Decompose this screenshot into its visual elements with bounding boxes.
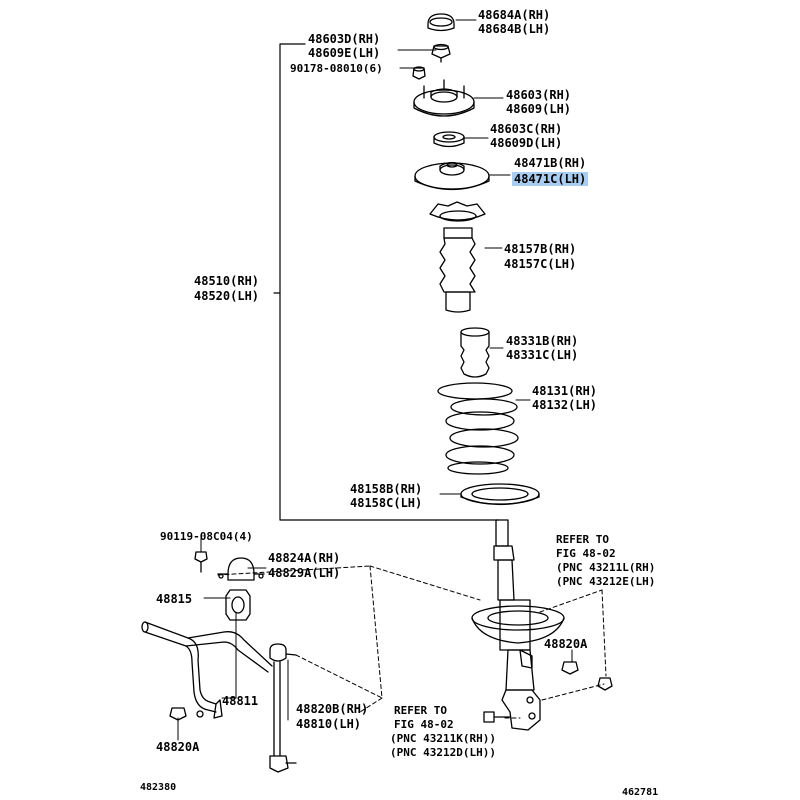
- strut-body-part: [471, 519, 565, 731]
- washer-part: [433, 131, 465, 148]
- label-cap-rh: 48684A(RH): [478, 8, 551, 22]
- refer-lower-line2: FIG 48-02: [394, 718, 454, 731]
- label-insulator-lh: 48158C(LH): [350, 496, 423, 510]
- label-upper-bolt: 90178-08010(6): [290, 62, 383, 75]
- boot-part: [429, 201, 486, 313]
- label-support-rh: 48603(RH): [506, 88, 572, 102]
- lower-insulator-part: [460, 483, 540, 506]
- label-cap-lh: 48684B(LH): [478, 22, 551, 36]
- cap-part: [427, 13, 455, 32]
- refer-upper-line4: (PNC 43212E(LH): [556, 575, 656, 588]
- label-stabilizer-bar: 48811: [222, 694, 259, 708]
- bumper-part: [460, 327, 490, 378]
- upper-bolt-part: [412, 66, 426, 80]
- upper-support-part: [413, 79, 475, 117]
- footer-left-code: 482380: [140, 782, 177, 793]
- nut-part: [431, 43, 451, 63]
- refer-upper-line2: FIG 48-02: [556, 547, 616, 560]
- refer-lower-line1: REFER TO: [394, 704, 447, 717]
- link-nut-right-part: [561, 661, 579, 675]
- label-spring-lh: 48132(LH): [532, 398, 598, 412]
- label-nut-lh: 48609E(LH): [308, 46, 381, 60]
- label-link-lh: 48810(LH): [296, 717, 362, 731]
- label-boot-lh: 48157C(LH): [504, 257, 577, 271]
- refer-upper-line3: (PNC 43211L(RH): [556, 561, 656, 574]
- coil-spring-part: [437, 382, 519, 475]
- label-insulator-rh: 48158B(RH): [350, 482, 423, 496]
- label-bumper-lh: 48331C(LH): [506, 348, 579, 362]
- label-bumper-rh: 48331B(RH): [506, 334, 579, 348]
- dashed-reference-lines: [217, 565, 607, 719]
- label-upper-seat-lh: 48471C(LH): [512, 172, 589, 186]
- label-bushing: 48815: [156, 592, 193, 606]
- refer-lower-line4: (PNC 43212D(LH)): [390, 746, 496, 759]
- refer-lower-line3: (PNC 43211K(RH)): [390, 732, 496, 745]
- highlighted-part-number: 48471C(LH): [512, 172, 589, 186]
- strut-lower-bolt-part: [483, 711, 511, 723]
- label-lower-bolt: 90119-08C04(4): [160, 530, 253, 543]
- label-upper-seat-rh: 48471B(RH): [514, 156, 587, 170]
- upper-seat-part: [414, 161, 490, 191]
- assembly-bracket-line: [273, 43, 499, 521]
- bushing-part: [225, 589, 251, 621]
- bracket-bolt-part: [194, 551, 208, 573]
- label-link-nut-right: 48820A: [544, 637, 588, 651]
- label-bracket-lh: 48829A(LH): [268, 566, 341, 580]
- stabilizer-bar-part: [141, 621, 273, 719]
- knuckle-nut-part: [597, 677, 613, 691]
- link-nut-left-part: [169, 707, 187, 721]
- label-strut-assy-rh: 48510(RH): [194, 274, 260, 288]
- label-strut-assy-lh: 48520(LH): [194, 289, 260, 303]
- label-washer-lh: 48609D(LH): [490, 136, 563, 150]
- stabilizer-link-part: [269, 643, 297, 773]
- label-washer-rh: 48603C(RH): [490, 122, 563, 136]
- label-support-lh: 48609(LH): [506, 102, 572, 116]
- label-bracket-rh: 48824A(RH): [268, 551, 341, 565]
- footer-right-code: 462781: [622, 787, 659, 798]
- label-boot-rh: 48157B(RH): [504, 242, 577, 256]
- label-link-nut-left: 48820A: [156, 740, 200, 754]
- label-spring-rh: 48131(RH): [532, 384, 598, 398]
- bracket-part: [217, 557, 265, 581]
- label-nut-rh: 48603D(RH): [308, 32, 381, 46]
- refer-upper-line1: REFER TO: [556, 533, 609, 546]
- label-link-rh: 48820B(RH): [296, 702, 369, 716]
